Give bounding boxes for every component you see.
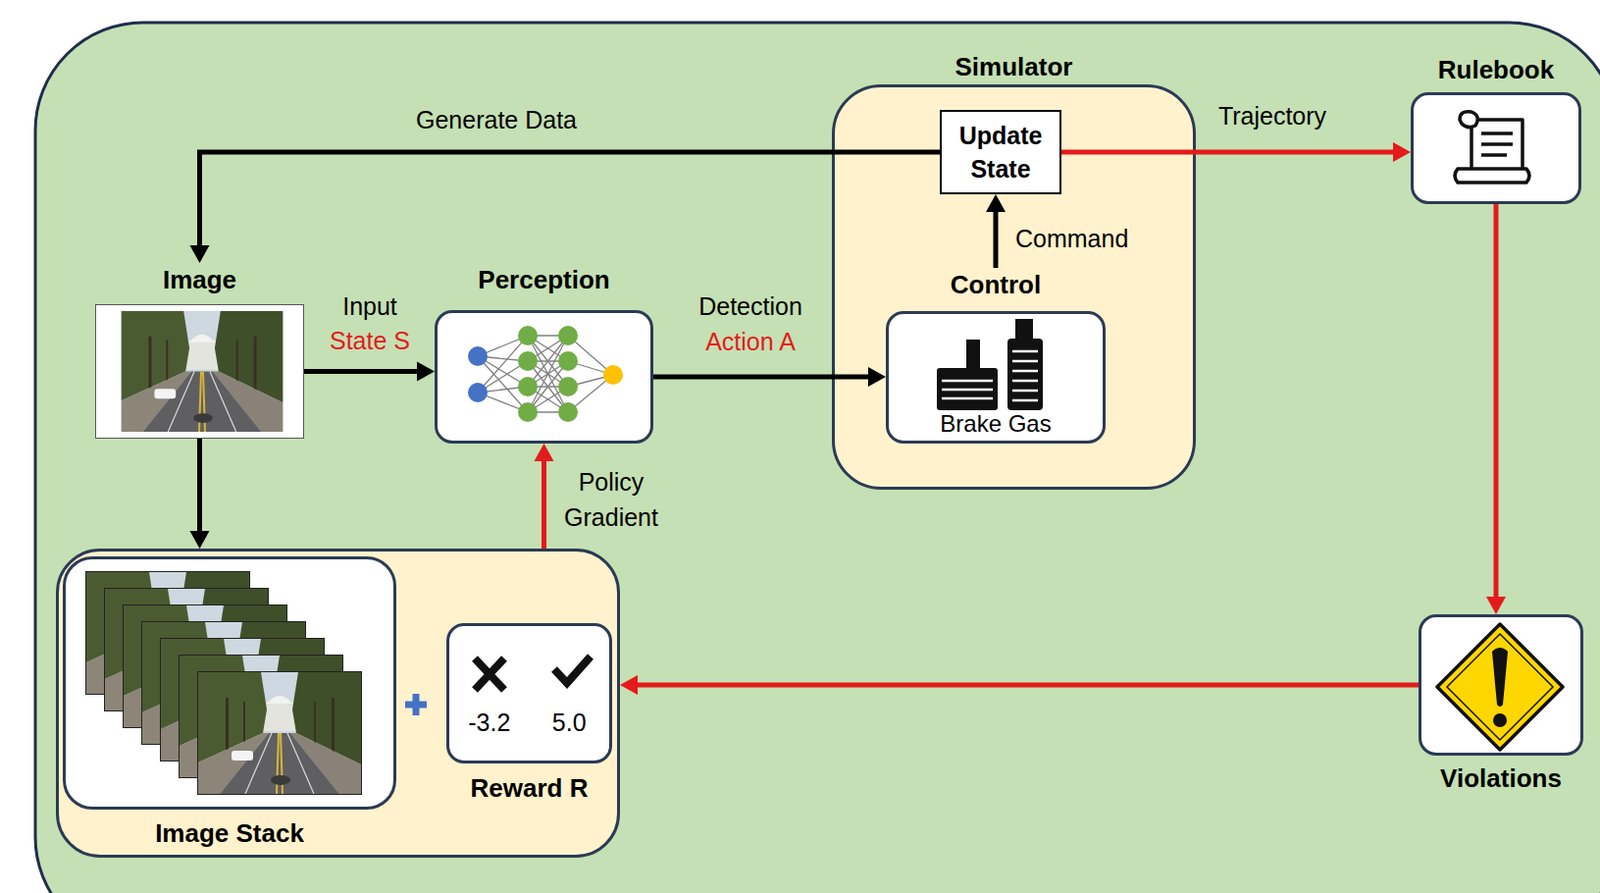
- connector-line: [304, 368, 417, 374]
- connector: [653, 366, 886, 387]
- connector-line: [200, 152, 941, 246]
- free-label-holder: State S: [315, 323, 424, 358]
- street-photo: [121, 310, 284, 432]
- arrow-head: [1393, 142, 1411, 162]
- arrow-head: [868, 366, 886, 387]
- update-state-node: Update State: [939, 109, 1062, 195]
- arrow-head: [190, 245, 210, 263]
- connector-line: [541, 461, 547, 549]
- connector: [304, 361, 435, 382]
- image-stack-node: Image Stack: [62, 556, 397, 850]
- reward-value: -3.2: [449, 707, 530, 737]
- simulator-node: SimulatorUpdate StateControlBrake Gas: [831, 50, 1196, 490]
- box-text: Update State: [941, 118, 1060, 186]
- connector: [1486, 204, 1506, 615]
- heading-label: Rulebook: [1410, 52, 1582, 87]
- arrow-head: [619, 674, 638, 695]
- control-box: Brake Gas: [885, 310, 1106, 444]
- violations-node: Violations: [1418, 614, 1584, 795]
- neural-network-icon: [467, 325, 623, 422]
- reward-value: 5.0: [529, 707, 611, 737]
- edge-label: Detection: [676, 289, 825, 323]
- rulebook-box: [1410, 92, 1582, 205]
- image-stack-box: [62, 556, 397, 810]
- warning-sign: [1437, 623, 1563, 750]
- reward-group-node: Image Stack -3.25.0Reward R: [55, 548, 620, 858]
- image-box: [95, 304, 305, 439]
- arrow-head: [190, 530, 210, 549]
- connector: [190, 152, 941, 263]
- edge-label: Policy Gradient: [552, 464, 671, 535]
- heading-label: Control: [885, 267, 1106, 302]
- rulebook-node: Rulebook: [1410, 52, 1582, 205]
- image-node: Image: [95, 262, 305, 439]
- connector: [619, 674, 1419, 695]
- text-row: Brake Gas: [888, 409, 1103, 439]
- edge-label-holder: Command: [1015, 221, 1143, 256]
- connector-line: [1061, 150, 1394, 155]
- edge-label-holder: Input: [320, 289, 419, 323]
- perception-node: Perception: [434, 262, 654, 444]
- process-box: Update State: [939, 109, 1062, 195]
- state-action-label: State S: [315, 323, 424, 358]
- connector-line: [653, 374, 869, 380]
- control-node: ControlBrake Gas: [885, 267, 1106, 444]
- edge-label: Command: [1015, 221, 1143, 256]
- plus-sign: [405, 693, 427, 716]
- edge-label-holder: Policy Gradient: [552, 464, 671, 535]
- arrow-head: [985, 194, 1006, 212]
- pedal-icons: [936, 318, 1043, 411]
- connector: [1061, 142, 1411, 162]
- pedal-text: Brake Gas: [888, 409, 1103, 439]
- image-stack-photos: [85, 570, 362, 795]
- rulebook-icon: [1454, 111, 1530, 183]
- free-label-holder: Action A: [686, 324, 815, 359]
- network-box: [434, 309, 654, 444]
- connector: [985, 194, 1006, 268]
- reward-node: -3.25.0Reward R: [446, 622, 613, 805]
- heading-label: Reward R: [446, 771, 613, 805]
- edge-label-holder: Trajectory: [1203, 99, 1342, 133]
- green-region: [35, 22, 1600, 893]
- arrow-head: [534, 443, 555, 462]
- reward-box: -3.25.0: [446, 622, 613, 764]
- connector-line: [197, 438, 203, 531]
- heading-label: Image: [95, 262, 305, 297]
- heading-label: Image Stack: [62, 816, 397, 850]
- warning-box: [1418, 614, 1584, 756]
- edge-label-holder: Generate Data: [388, 103, 605, 137]
- connector: [190, 438, 210, 549]
- edge-label: Generate Data: [388, 103, 605, 137]
- connector: [534, 443, 555, 549]
- edge-label: Input: [320, 289, 419, 323]
- arrow-head: [1486, 596, 1506, 615]
- reward-marks: [474, 656, 591, 690]
- arrow-head: [416, 361, 435, 382]
- heading-label: Violations: [1418, 761, 1584, 795]
- connector-line: [993, 211, 999, 268]
- edge-label: Trajectory: [1203, 99, 1342, 133]
- connector-line: [637, 682, 1419, 688]
- text-row: Update State: [941, 118, 1060, 186]
- connector-line: [1494, 204, 1499, 597]
- heading-label: Simulator: [831, 50, 1196, 84]
- heading-label: Perception: [434, 262, 654, 297]
- edge-label-holder: Detection: [676, 289, 825, 323]
- state-action-label: Action A: [686, 324, 815, 359]
- text-row: -3.25.0: [449, 707, 610, 737]
